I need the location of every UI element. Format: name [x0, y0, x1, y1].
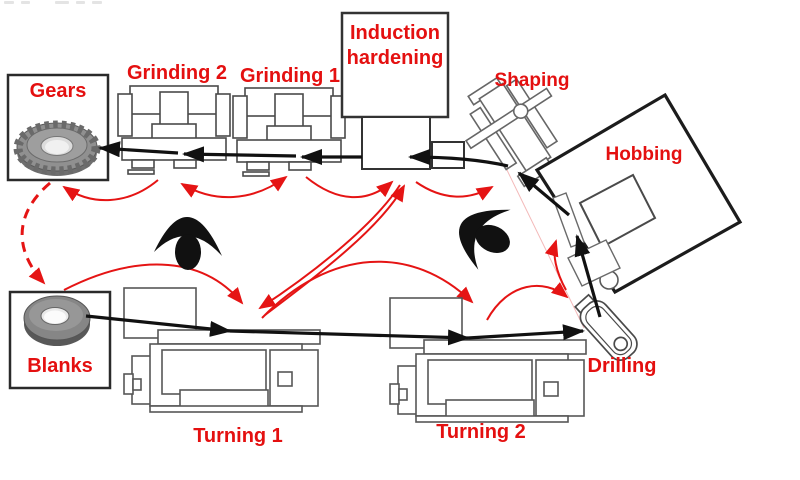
red-alternative-arrows — [20, 167, 585, 329]
corner-artifact — [4, 1, 124, 6]
red-link-induction-shaping — [415, 181, 494, 201]
black-hobbing-to-shaping — [517, 171, 571, 217]
black-shaping-to-induction — [408, 149, 509, 168]
red-link-turning1-turning2 — [261, 260, 474, 319]
grinding-machine-2 — [117, 85, 231, 175]
black-grinding2-to-gears — [98, 141, 179, 158]
red-link-induction-turning1 — [258, 184, 401, 310]
black-turning2-to-drilling — [467, 324, 585, 341]
black-grinding1-to-grinding2 — [182, 146, 297, 163]
drilling-label: Drilling — [587, 355, 657, 377]
eye-icon-left — [154, 216, 222, 270]
black-blanks-to-turning1 — [85, 314, 232, 337]
gear-icon — [13, 120, 101, 176]
drilling-machine — [574, 293, 638, 361]
red-link-grinding1-induction — [305, 176, 394, 199]
red-link-grinding2-gears — [62, 179, 159, 202]
dashed-gears-to-blanks-arrow — [20, 181, 51, 285]
red-link-blanks-turning1 — [63, 263, 244, 305]
grinding-machine-1 — [232, 87, 346, 177]
red-link-turning2-drilling — [486, 282, 569, 321]
shaping-label: Shaping — [494, 70, 570, 91]
turning2-label: Turning 2 — [436, 421, 526, 443]
blank-icon — [23, 295, 91, 346]
black-route-arrows — [85, 141, 602, 346]
black-drilling-to-hobbing — [574, 234, 602, 318]
grinding1-label: Grinding 1 — [240, 65, 340, 87]
grinding2-label: Grinding 2 — [127, 62, 227, 84]
turning1-label: Turning 1 — [193, 425, 283, 447]
red-link-drilling-hobbing — [544, 239, 567, 291]
turning-machine-1 — [123, 287, 321, 413]
gears-label: Gears — [29, 80, 87, 102]
red-link-turning1-induction — [264, 184, 405, 316]
blanks-label: Blanks — [27, 355, 93, 377]
induction-hardening-label: Induction hardening — [346, 22, 444, 69]
red-link-grinding1-grinding2 — [180, 175, 288, 199]
eye-icon-right — [446, 193, 524, 278]
induction-hardening-box — [340, 11, 465, 170]
black-turning1-to-turning2 — [229, 329, 470, 346]
hobbing-label: Hobbing — [605, 144, 683, 165]
hobbing-machine — [534, 92, 743, 295]
